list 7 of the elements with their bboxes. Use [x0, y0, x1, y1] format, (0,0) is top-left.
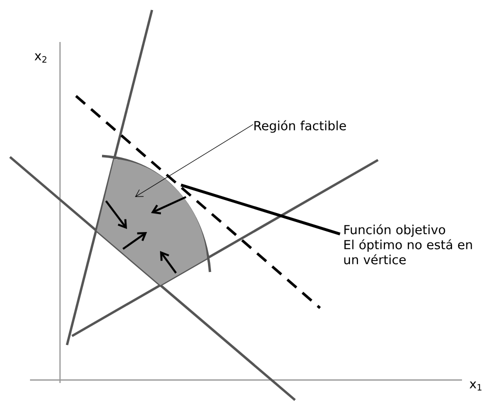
- leader-line: [135, 124, 254, 197]
- axis-label: x$_{1}$: [470, 381, 482, 391]
- callout-text: Función objetivo El óptimo no está en un vértice: [344, 224, 472, 264]
- axis-label: x$_{2}$: [34, 53, 46, 63]
- feasible-region: [96, 159, 207, 286]
- leader-line: [180, 184, 340, 236]
- callout-text: Región factible: [254, 120, 346, 133]
